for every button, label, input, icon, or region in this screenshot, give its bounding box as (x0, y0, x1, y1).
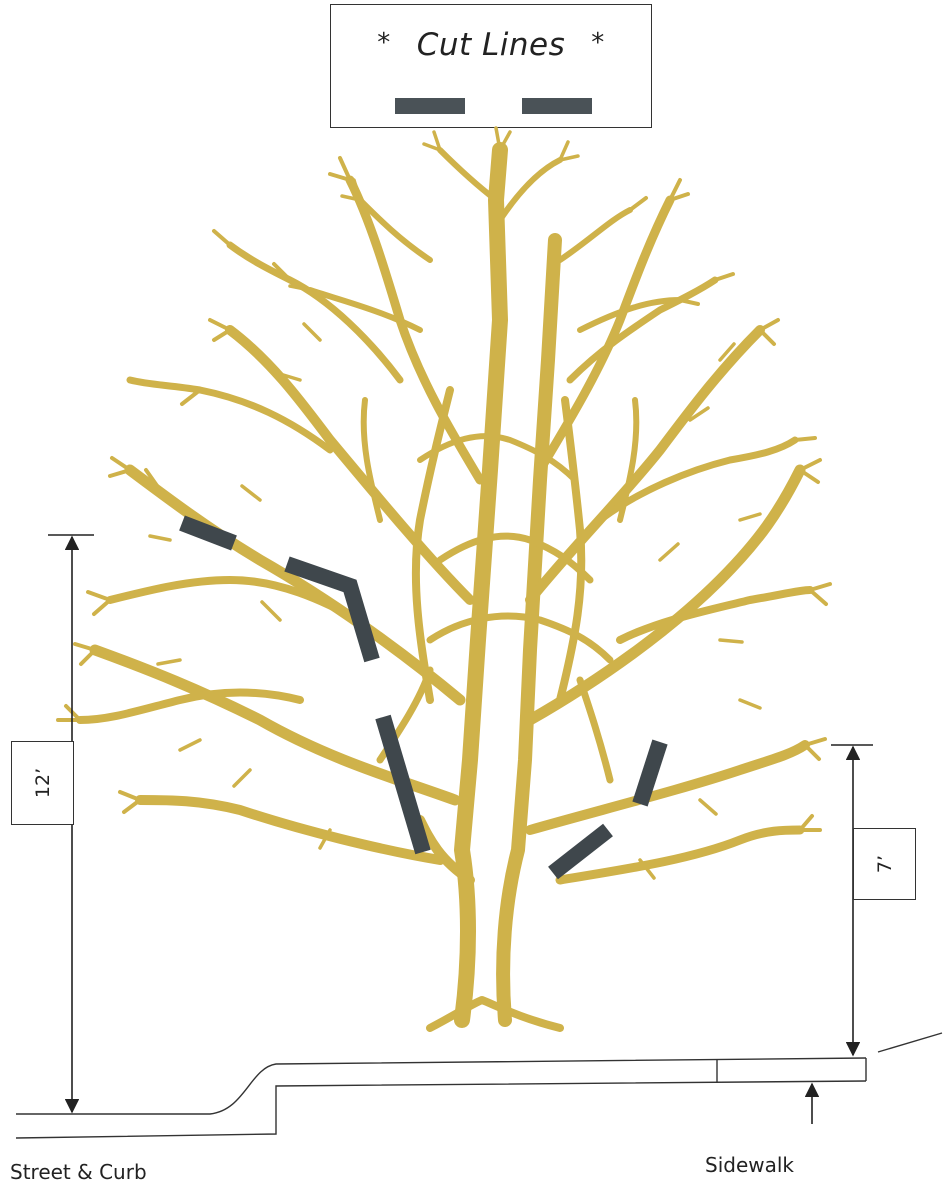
tree-trunk (462, 150, 500, 1020)
dim-label-12ft-text: 12’ (32, 768, 54, 798)
street-line-upper (16, 1058, 866, 1114)
street-curb-sidewalk (16, 1033, 942, 1138)
cut-line-right-lower (553, 830, 608, 873)
slope-line (878, 1033, 942, 1052)
sidewalk-label: Sidewalk (705, 1153, 794, 1177)
dim-label-12ft: 12’ (11, 741, 74, 825)
dim-label-7ft-text: 7’ (874, 855, 896, 873)
dim-label-7ft: 7’ (853, 828, 916, 900)
street-curb-label: Street & Curb (10, 1160, 147, 1184)
cut-line-upper-left (182, 523, 234, 543)
tree-illustration (58, 128, 830, 1028)
street-line-lower (16, 1081, 866, 1138)
